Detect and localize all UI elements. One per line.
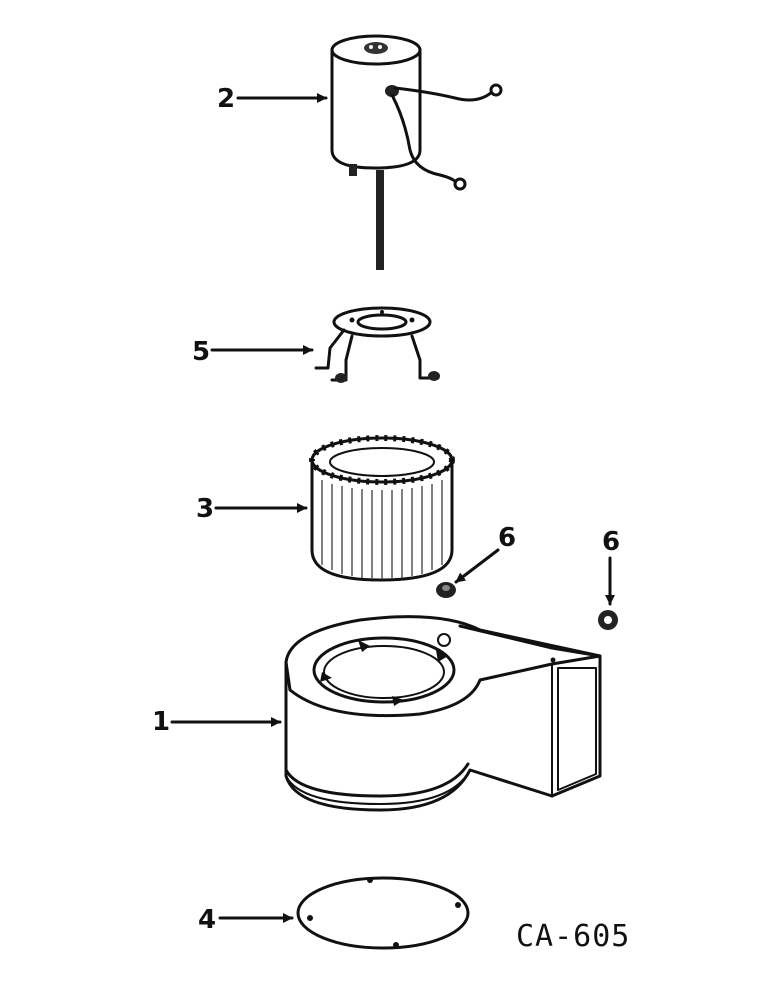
callout-label-6-left: 6 [498, 523, 516, 553]
callout-label-6-right: 6 [602, 527, 620, 557]
callout-label-2: 2 [217, 84, 235, 114]
blower-housing [284, 615, 602, 812]
fan-wheel [309, 435, 455, 582]
callout-2: 2 [217, 84, 328, 114]
motor [330, 34, 503, 270]
callout-label-1: 1 [152, 707, 170, 737]
callout-5: 5 [192, 337, 314, 367]
callout-6-right: 6 [602, 527, 620, 606]
callout-4: 4 [198, 905, 294, 935]
motor-mount [314, 306, 440, 383]
nut-left [436, 582, 456, 598]
callout-label-4: 4 [198, 905, 216, 935]
cover-plate [296, 876, 470, 950]
callout-label-5: 5 [192, 337, 210, 367]
figure-code: CA-605 [516, 919, 630, 954]
nut-right [598, 610, 618, 630]
callout-1: 1 [152, 707, 282, 737]
callout-3: 3 [196, 494, 308, 524]
callout-6-left: 6 [454, 523, 516, 584]
callout-label-3: 3 [196, 494, 214, 524]
